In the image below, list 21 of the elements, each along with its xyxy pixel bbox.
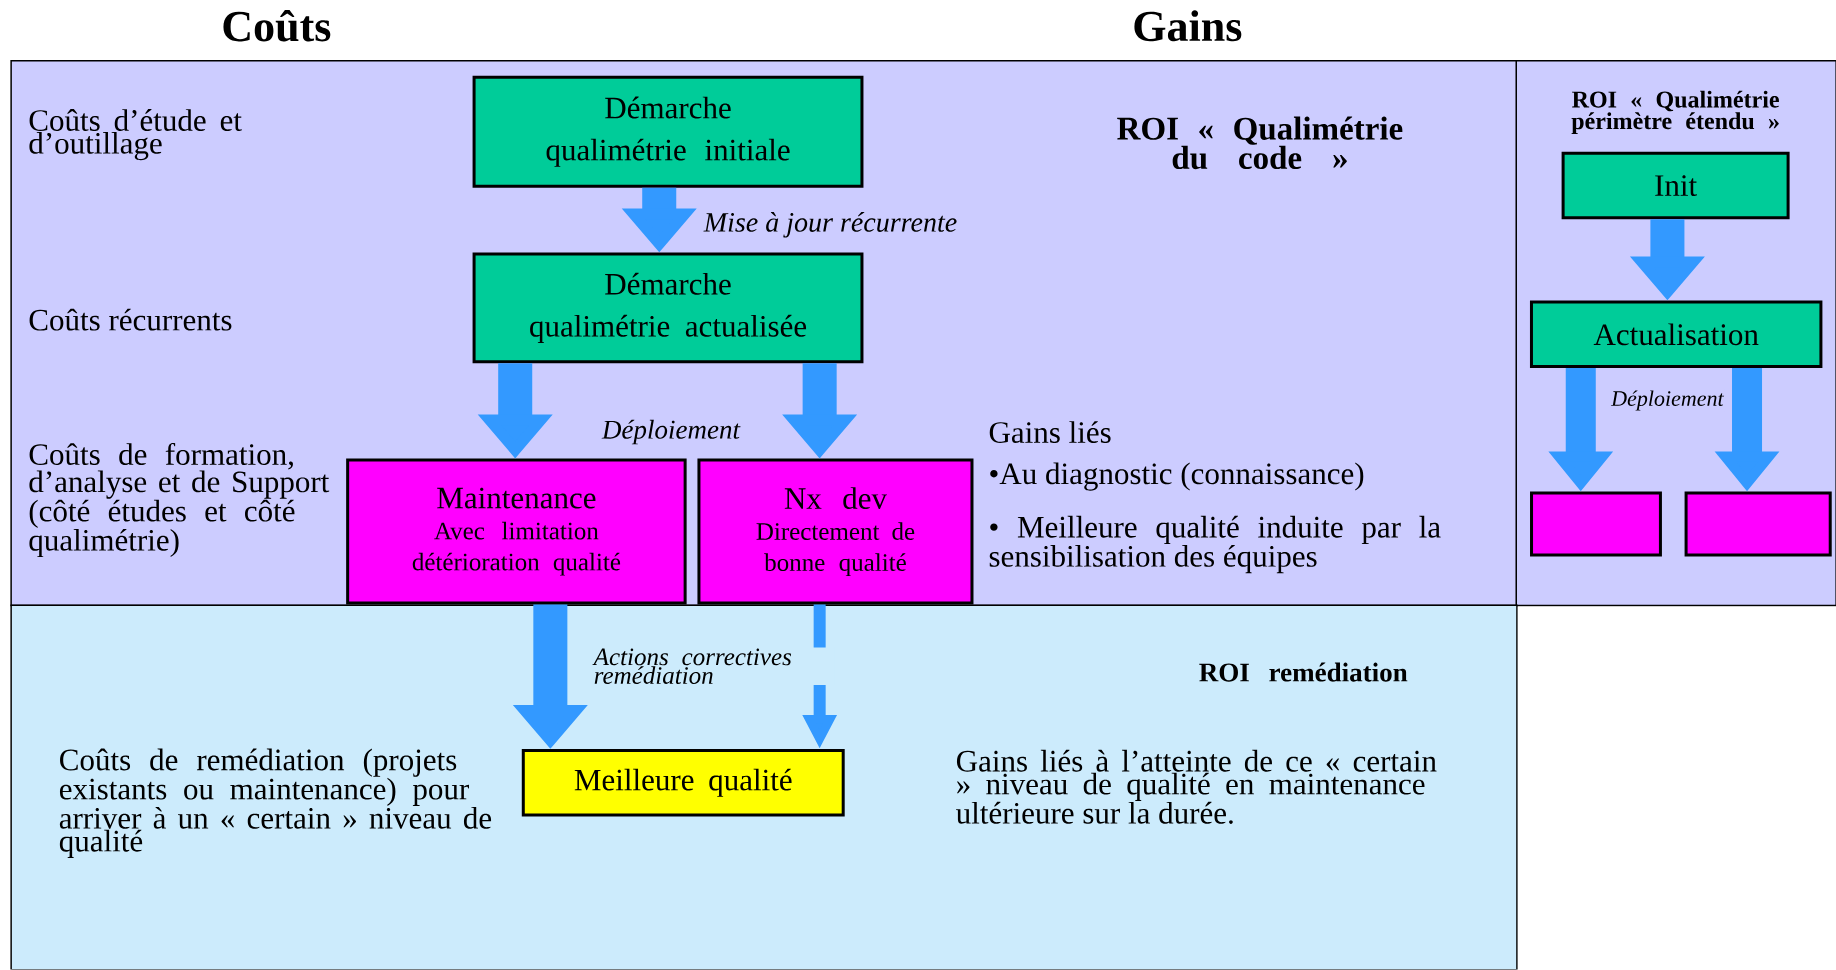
note-text: Coûts d’étude et d’outillage bbox=[29, 109, 242, 161]
note-text: Coûts de remédiation (projets existants ou maintenance) pour arriver à un « certain » niveau de qualité bbox=[59, 748, 492, 859]
process-box: Maintenance Avec limitation détérioration qualité bbox=[346, 458, 687, 605]
process-box: Init bbox=[1561, 152, 1790, 220]
process-box: Meilleure qualité bbox=[521, 749, 845, 817]
column-heading: Gains bbox=[1134, 10, 1242, 42]
process-box: Actualisation bbox=[1529, 300, 1823, 369]
process-box: Démarche qualimétrie initiale bbox=[472, 75, 864, 188]
empty-box bbox=[1530, 491, 1662, 557]
note-text: Gains liés bbox=[989, 421, 1111, 444]
process-box: Démarche qualimétrie actualisée bbox=[472, 252, 864, 364]
note-text: Gains liés à l’atteinte de ce « certain » niveau de qualité en maintenance ultérieure sur la durée. bbox=[956, 750, 1437, 825]
edge-label: Actions correctives remédiation bbox=[592, 647, 835, 686]
process-box: Nx dev Directement de bonne qualité bbox=[697, 458, 974, 605]
note-text: • Meilleure qualité induite par la sensibilisation des équipes bbox=[989, 516, 1441, 574]
empty-box bbox=[1684, 491, 1832, 557]
column-heading: Coûts bbox=[223, 10, 331, 42]
edge-label: Déploiement bbox=[1610, 389, 1725, 412]
edge-label: Déploiement bbox=[600, 419, 741, 446]
edge-label: Mise à jour récurrente bbox=[702, 211, 959, 239]
note-text: Coûts récurrents bbox=[29, 308, 232, 331]
